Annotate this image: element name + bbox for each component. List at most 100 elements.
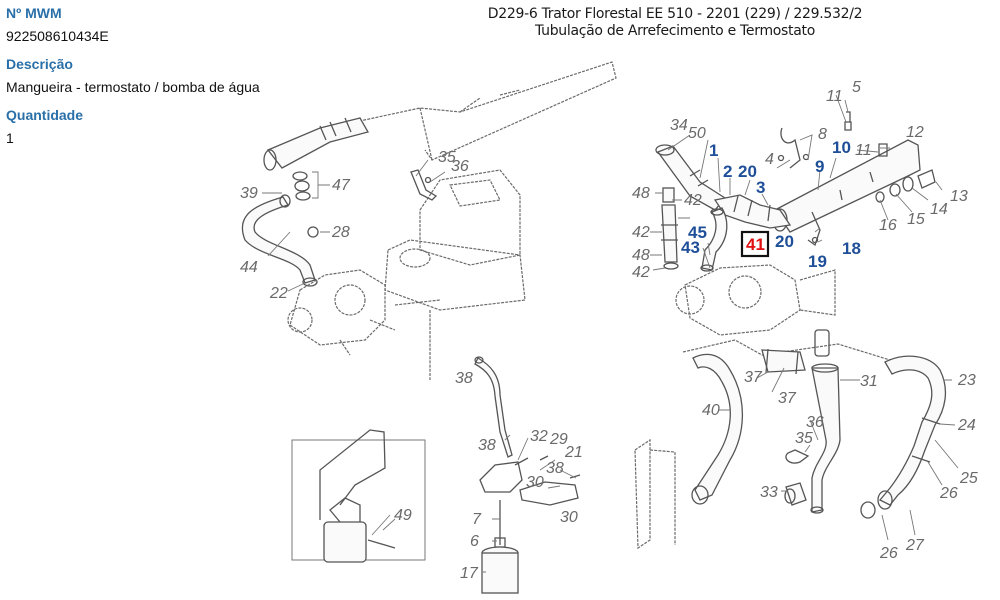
callout-6[interactable]: 6 [470, 533, 479, 550]
callout-42-b[interactable]: 42 [632, 224, 650, 241]
callout-41-highlighted[interactable]: 41 [746, 235, 765, 254]
part-number-value: 922508610434E [6, 28, 109, 44]
callout-40[interactable]: 40 [702, 402, 720, 419]
cylinder-head [419, 169, 521, 266]
ring-47c [295, 191, 311, 201]
bracket-18 [807, 211, 821, 247]
callout-30-lower[interactable]: 30 [560, 509, 578, 526]
callout-37-upper[interactable]: 37 [744, 369, 763, 386]
part-info-panel: Nº MWM 922508610434E Descrição Mangueira… [6, 4, 266, 147]
callout-20-upper[interactable]: 20 [738, 162, 757, 181]
callout-36-upper[interactable]: 36 [451, 158, 469, 175]
callout-38-right[interactable]: 38 [546, 460, 564, 477]
callout-44[interactable]: 44 [240, 259, 258, 276]
callout-23[interactable]: 23 [957, 372, 976, 389]
callout-16[interactable]: 16 [879, 217, 897, 234]
callout-7[interactable]: 7 [472, 511, 482, 528]
callout-17[interactable]: 17 [460, 565, 479, 582]
filter-canister-17 [481, 552, 519, 594]
callout-1[interactable]: 1 [709, 141, 718, 160]
hose-44[interactable] [241, 196, 316, 284]
callout-9[interactable]: 9 [815, 157, 824, 176]
rail-pipe-right[interactable] [774, 139, 921, 233]
callout-12[interactable]: 12 [906, 124, 924, 141]
left-engine-assembly [241, 61, 617, 380]
pipe-31[interactable] [811, 367, 841, 513]
callout-26-upper[interactable]: 26 [939, 485, 958, 502]
callout-32[interactable]: 32 [530, 428, 548, 445]
callout-25[interactable]: 25 [959, 470, 978, 487]
filter-head-center [479, 461, 523, 493]
callout-45[interactable]: 45 [688, 223, 707, 242]
bolt-19 [811, 236, 819, 244]
callout-33[interactable]: 33 [760, 484, 778, 501]
thermostat-housing-1[interactable] [713, 194, 792, 229]
callout-13[interactable]: 13 [950, 188, 968, 205]
callout-28[interactable]: 28 [331, 224, 350, 241]
callout-15[interactable]: 15 [907, 211, 925, 228]
callout-26-lower[interactable]: 26 [879, 545, 898, 562]
callout-14[interactable]: 14 [930, 201, 948, 218]
bolt-5 [844, 111, 852, 131]
center-filter-assembly [474, 356, 581, 594]
callout-34[interactable]: 34 [670, 117, 688, 134]
callout-42-c[interactable]: 42 [632, 264, 650, 281]
callout-11-upper[interactable]: 11 [826, 88, 843, 105]
callout-37-lower[interactable]: 37 [778, 390, 797, 407]
description-label: Descrição [6, 56, 73, 72]
cap-31-top [814, 329, 830, 357]
callout-11-lower[interactable]: 11 [855, 142, 872, 159]
callout-8[interactable]: 8 [818, 126, 827, 143]
callout-38-mid[interactable]: 38 [478, 437, 496, 454]
callout-18[interactable]: 18 [842, 239, 861, 258]
callout-49[interactable]: 49 [394, 507, 412, 524]
quantity-label: Quantidade [6, 107, 84, 123]
callout-2[interactable]: 2 [723, 162, 732, 181]
water-pump-left [289, 269, 386, 346]
callout-43[interactable]: 43 [681, 238, 700, 257]
callout-29[interactable]: 29 [549, 431, 568, 448]
clamp-8 [780, 127, 801, 169]
callout-36-lower[interactable]: 36 [806, 414, 824, 431]
callout-10[interactable]: 10 [832, 138, 851, 157]
hose-40[interactable] [692, 353, 744, 501]
sensor-13 [917, 169, 936, 189]
clamps-24-26 [911, 417, 941, 463]
callout-39[interactable]: 39 [240, 185, 258, 202]
callout-22[interactable]: 22 [269, 285, 288, 302]
coupling-33 [785, 482, 807, 506]
callout-19[interactable]: 19 [808, 252, 827, 271]
callout-24[interactable]: 24 [957, 417, 976, 434]
callout-30-upper[interactable]: 30 [526, 474, 544, 491]
clamp-26-lower [860, 501, 876, 519]
callout-50[interactable]: 50 [688, 125, 706, 142]
callout-35-upper[interactable]: 35 [438, 149, 456, 166]
fitting-12 [878, 143, 888, 157]
callout-38-top[interactable]: 38 [455, 370, 473, 387]
callout-21[interactable]: 21 [564, 444, 583, 461]
callout-48-upper[interactable]: 48 [632, 185, 650, 202]
callout-35-lower[interactable]: 35 [795, 430, 813, 447]
callout-31[interactable]: 31 [860, 373, 878, 390]
hose-23-27[interactable] [878, 355, 947, 506]
callout-4[interactable]: 4 [765, 151, 774, 168]
upper-hose-left[interactable] [266, 117, 369, 169]
callout-20-lower[interactable]: 20 [775, 232, 794, 251]
callout-47[interactable]: 47 [332, 177, 351, 194]
oil-filter-boxed-assembly [291, 429, 426, 563]
callout-5[interactable]: 5 [852, 79, 861, 96]
ring-47a [292, 171, 308, 181]
ring-15 [889, 183, 901, 197]
description-value: Mangueira - termostato / bomba de água [6, 79, 260, 95]
callout-27[interactable]: 27 [905, 537, 925, 554]
diagram-title-model: D229-6 Trator Florestal EE 510 - 2201 (2… [487, 6, 863, 22]
tube-48-lower [661, 204, 678, 263]
callout-3[interactable]: 3 [756, 178, 765, 197]
callout-48-lower[interactable]: 48 [632, 247, 650, 264]
hose-37[interactable] [761, 349, 806, 373]
fitting-48-upper [662, 187, 675, 203]
diagram-title-section: Tubulação de Arrefecimento e Termostato [535, 23, 815, 39]
callout-42-a[interactable]: 42 [684, 192, 702, 209]
callouts: 39 47 28 44 22 35 36 34 50 1 2 20 3 4 8 … [240, 79, 978, 582]
